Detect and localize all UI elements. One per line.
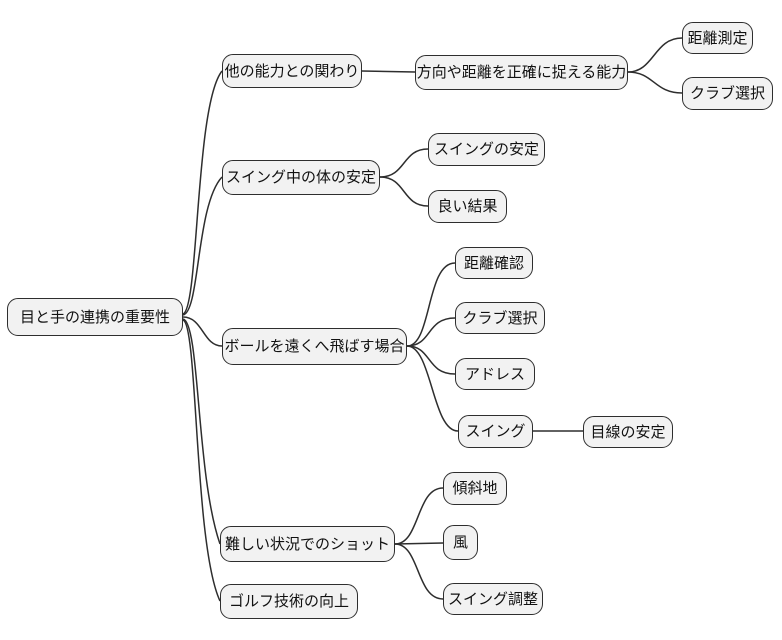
edge-body-stability-to-good-results: [379, 176, 429, 207]
node-wind: 風: [443, 525, 478, 560]
node-swing: スイング: [458, 415, 533, 448]
edge-root-to-skill-improvement: [182, 319, 221, 602]
node-difficult-situation-shots: 難しい状況でのショット: [220, 526, 395, 562]
node-eye-hand-coordination: 目と手の連携の重要性: [7, 298, 183, 336]
node-swing-adjustment: スイング調整: [443, 583, 543, 615]
node-relation-to-other-abilities: 他の能力との関わり: [222, 54, 362, 88]
edge-body-stability-to-swing-stability: [379, 148, 429, 178]
edge-direction-distance-to-distance-measurement: [627, 37, 683, 73]
edge-difficult-shots-to-wind: [394, 542, 444, 545]
edge-hit-far-to-swing: [406, 345, 459, 432]
edge-difficult-shots-to-slope: [394, 487, 444, 545]
node-distance-check: 距離確認: [455, 247, 533, 279]
node-slope: 傾斜地: [443, 472, 507, 505]
edge-hit-far-to-distance-check: [406, 262, 456, 347]
edge-root-to-hit-far: [182, 316, 223, 347]
node-golf-skill-improvement: ゴルフ技術の向上: [220, 584, 358, 619]
edge-hit-far-to-address: [406, 345, 456, 375]
edge-root-to-body-stability: [182, 176, 223, 316]
node-club-selection-2: クラブ選択: [455, 302, 545, 334]
node-hitting-ball-far: ボールを遠くへ飛ばす場合: [222, 328, 407, 365]
node-swing-stability: スイングの安定: [428, 133, 545, 166]
edge-direction-distance-to-club-selection-1: [627, 71, 683, 94]
edge-other-abilities-to-direction-distance: [361, 70, 416, 73]
node-address: アドレス: [455, 358, 535, 390]
node-body-stability-during-swing: スイング中の体の安定: [222, 160, 380, 195]
node-good-results: 良い結果: [428, 190, 507, 223]
node-gaze-stability: 目線の安定: [583, 416, 673, 448]
node-club-selection-1: クラブ選択: [682, 77, 773, 110]
edge-root-to-difficult-shots: [182, 318, 221, 545]
edge-root-to-other-abilities: [182, 70, 223, 315]
node-direction-distance-ability: 方向や距離を正確に捉える能力: [415, 55, 628, 90]
edge-difficult-shots-to-swing-adjustment: [394, 543, 444, 600]
node-distance-measurement: 距離測定: [682, 22, 753, 54]
edge-hit-far-to-club-selection-2: [406, 317, 456, 347]
